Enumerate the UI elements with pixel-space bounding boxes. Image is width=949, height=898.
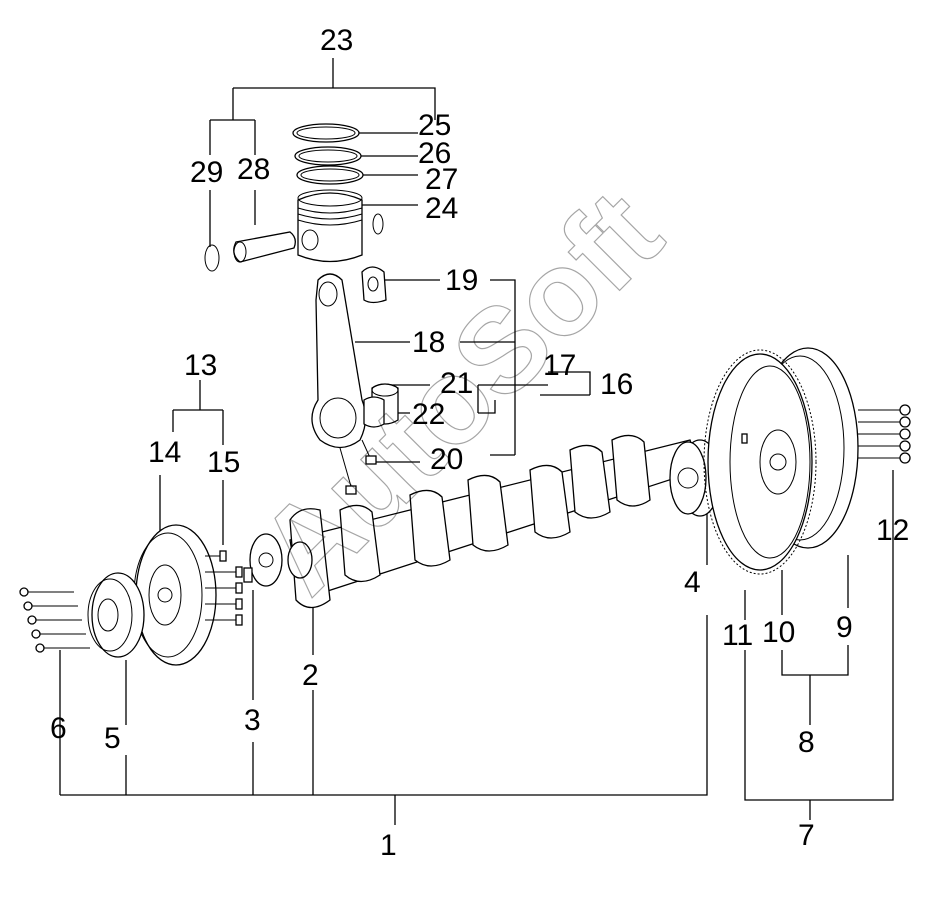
callout-10: 10 [762, 616, 795, 649]
callout-23: 23 [320, 24, 353, 57]
flywheel [707, 353, 813, 571]
piston-pin [233, 231, 296, 263]
crankshaft-front-hub [249, 533, 283, 587]
callout-19: 19 [445, 264, 478, 297]
callout-25: 25 [418, 109, 451, 142]
callout-29: 29 [190, 156, 223, 189]
leader-lines [59, 58, 894, 825]
piston-ring-top [292, 123, 360, 143]
callout-12: 12 [876, 514, 909, 547]
callout-16: 16 [600, 368, 633, 401]
pulley-bolts [19, 587, 90, 653]
callout-11: 11 [722, 619, 753, 652]
callout-9: 9 [836, 611, 853, 644]
crankshaft [287, 434, 701, 609]
callout-3: 3 [244, 704, 261, 737]
piston-ring-middle [294, 146, 362, 166]
piston-pin-circlip-right [372, 213, 384, 235]
callout-14: 14 [148, 436, 181, 469]
callout-17: 17 [543, 349, 576, 382]
callout-5: 5 [104, 722, 121, 755]
callout-6: 6 [50, 712, 67, 745]
callout-24: 24 [425, 192, 458, 225]
callout-2: 2 [302, 659, 319, 692]
pulley [87, 572, 145, 658]
piston [297, 189, 363, 263]
callout-15: 15 [207, 446, 240, 479]
callout-22: 22 [412, 398, 445, 431]
callout-13: 13 [184, 349, 217, 382]
callout-27: 27 [425, 163, 458, 196]
vibration-damper [133, 524, 217, 666]
callout-8: 8 [798, 726, 815, 759]
callout-1: 1 [380, 829, 397, 862]
piston-pin-circlip-left [204, 244, 220, 272]
callout-18: 18 [412, 326, 445, 359]
hub-pin [243, 567, 253, 583]
small-end-bushing [361, 266, 387, 304]
callout-4: 4 [684, 566, 701, 599]
callout-7: 7 [798, 819, 815, 852]
dowel-pin [741, 433, 748, 444]
damper-bolts [205, 550, 243, 626]
ring-gear [703, 349, 817, 575]
connecting-rod [311, 273, 377, 495]
callout-21: 21 [440, 367, 473, 400]
flywheel-bolts [858, 404, 911, 464]
piston-ring-oil [296, 165, 364, 185]
callout-20: 20 [430, 443, 463, 476]
callout-26: 26 [418, 137, 451, 170]
callout-28: 28 [237, 153, 270, 186]
callout-labels: 1 2 3 4 5 6 7 8 9 10 11 12 13 14 15 16 1… [50, 24, 909, 862]
rod-bearing-lower [363, 396, 385, 428]
